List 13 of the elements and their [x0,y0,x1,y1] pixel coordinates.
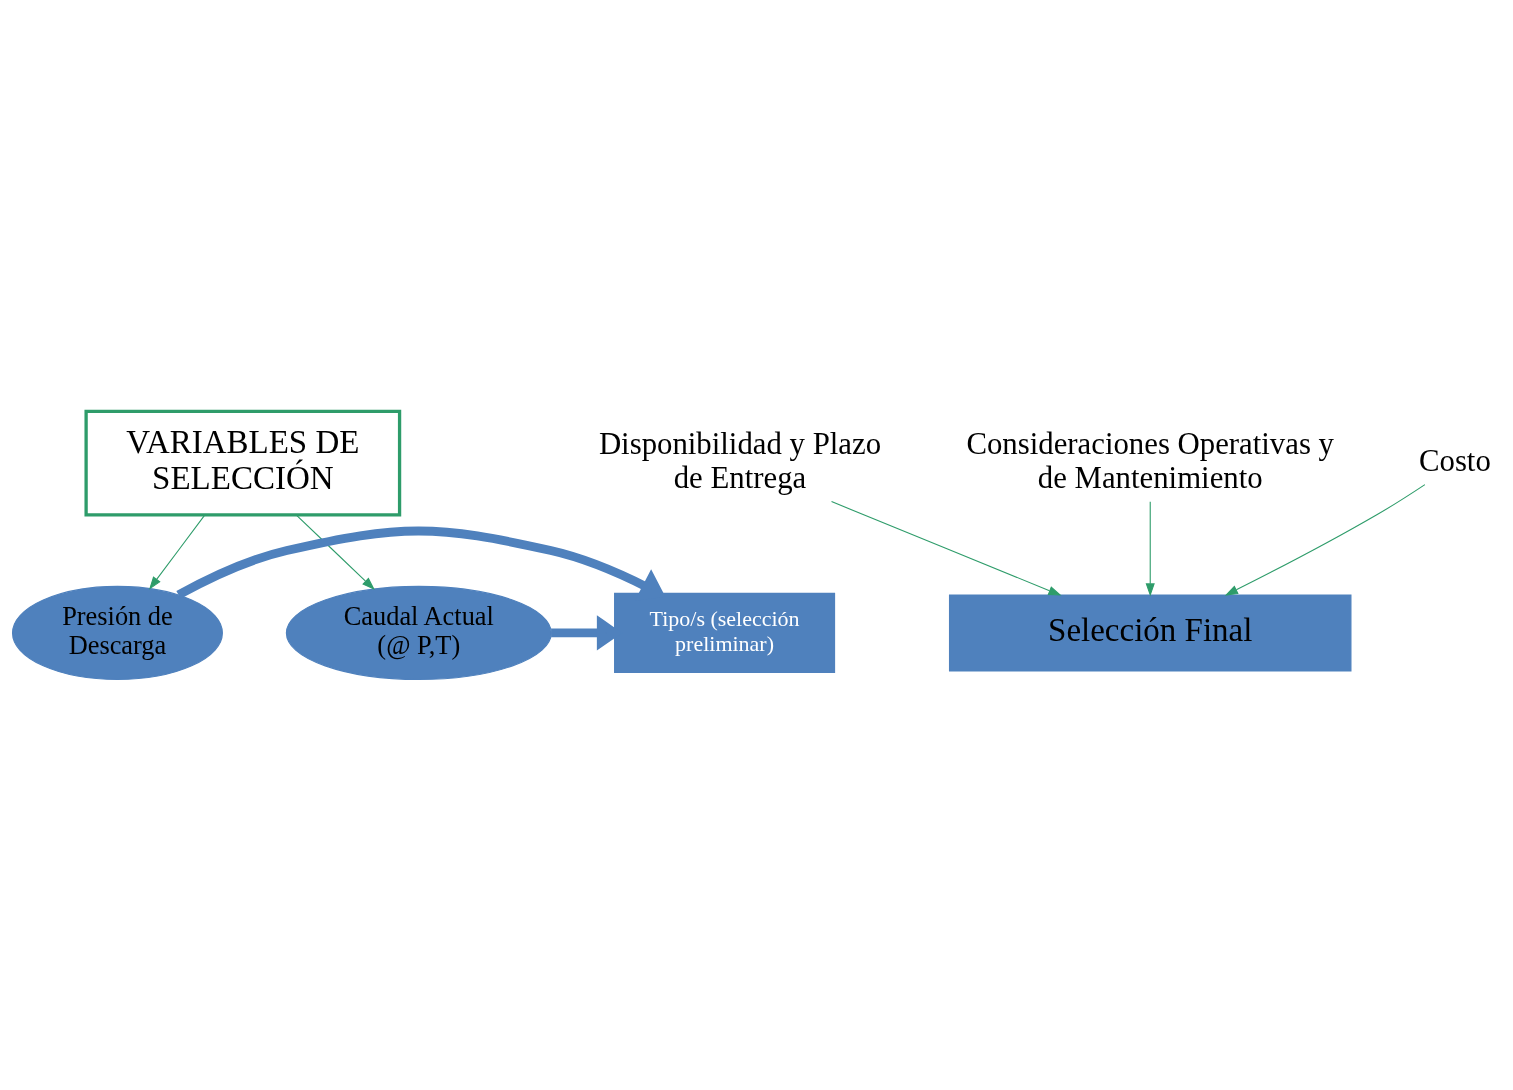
arrow [1145,500,1155,597]
node-box: Selección Final [948,593,1352,671]
node-text: Disponibilidad y Plazo de Entrega [598,426,882,495]
node-text: Consideraciones Operativas y de Mantenimiento [966,426,1335,495]
arrow [295,513,375,590]
arrow [831,500,1062,596]
arrow [149,513,206,590]
node-text: Costo [1418,443,1491,478]
node-box: Tipo/s (selección preliminar) [614,592,836,673]
node-box: VARIABLES DE SELECCIÓN [84,409,402,516]
node-ellipse: Caudal Actual (@ P,T) [285,585,552,680]
arrow [1224,483,1426,596]
node-ellipse: Presión de Descarga [11,585,223,680]
